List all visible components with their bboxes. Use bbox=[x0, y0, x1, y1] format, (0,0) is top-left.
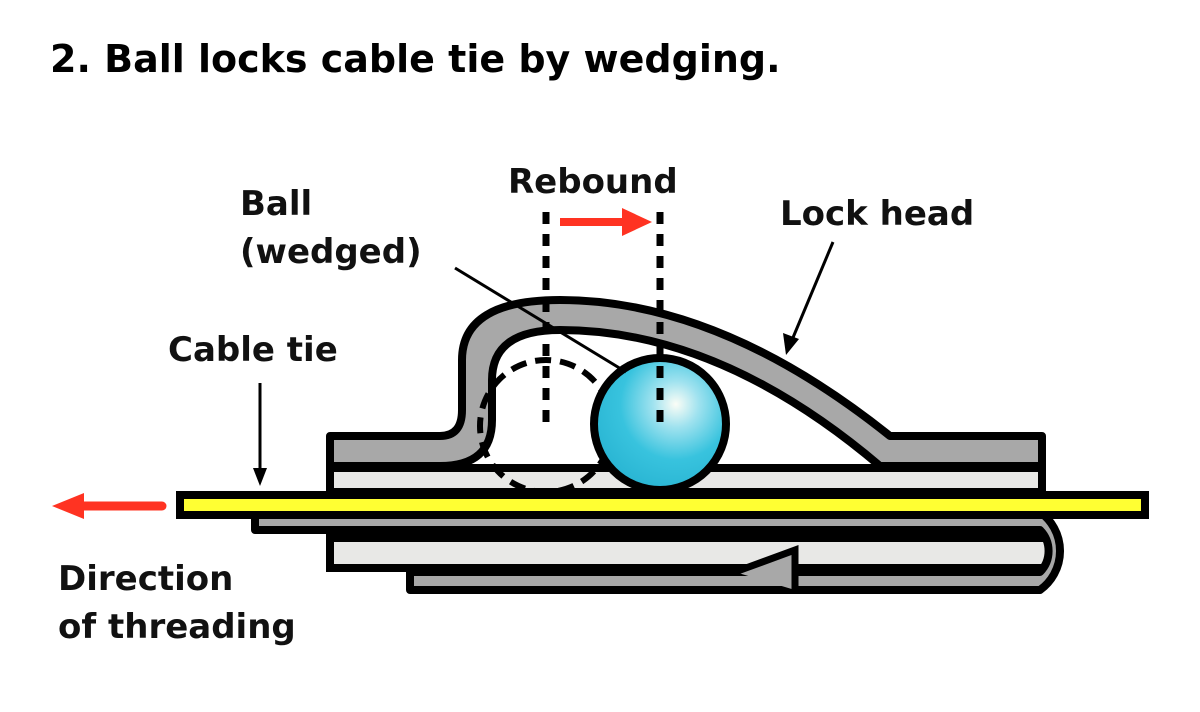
lock-head-leader-arrow bbox=[783, 241, 835, 355]
cable-tie-leader-arrow bbox=[253, 383, 267, 486]
ball-label-line2: (wedged) bbox=[240, 232, 422, 272]
lower-housing bbox=[251, 508, 1065, 594]
threading-direction-arrow-icon bbox=[52, 493, 167, 519]
rebound-label: Rebound bbox=[508, 162, 678, 202]
lock-head-label: Lock head bbox=[780, 194, 974, 234]
cable-tie-label: Cable tie bbox=[168, 330, 338, 370]
ball-leader-line bbox=[454, 266, 627, 374]
direction-label-line1: Direction bbox=[58, 559, 233, 599]
diagram-title: 2. Ball locks cable tie by wedging. bbox=[50, 37, 781, 81]
cable-tie bbox=[176, 491, 1149, 519]
ball bbox=[590, 354, 730, 494]
rebound-arrow-icon bbox=[560, 208, 652, 236]
lock-head bbox=[326, 296, 1046, 470]
ball-label-line1: Ball bbox=[240, 184, 312, 224]
direction-label-line2: of threading bbox=[58, 607, 296, 647]
